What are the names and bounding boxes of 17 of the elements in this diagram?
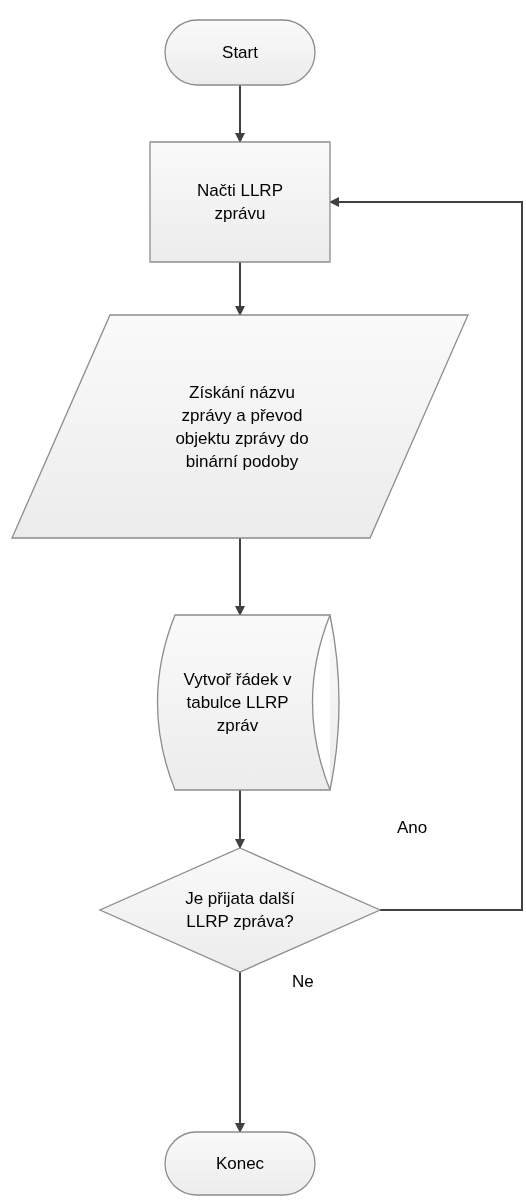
node-label: Vytvoř řádek v tabulce LLRP zpráv [182, 669, 293, 737]
arrow [235, 971, 245, 1133]
terminal-shape [164, 1131, 316, 1196]
arrow [235, 789, 245, 849]
node-label: Start [222, 42, 258, 64]
arrow [235, 84, 245, 143]
node-label: Konec [215, 1153, 265, 1175]
node-label: Je přijata další LLRP zpráva? [184, 888, 296, 933]
terminal-shape [164, 19, 316, 86]
arrow [235, 537, 245, 616]
process-box [149, 141, 331, 263]
data-parallelogram [11, 314, 469, 539]
node-label: Načti LLRP zprávu [196, 180, 284, 225]
arrow [235, 261, 245, 316]
node-label: Získání názvu zprávy a převod objektu zprávy do binární podoby [174, 381, 310, 473]
decision-diamond [98, 847, 382, 973]
stored-data-shape [156, 614, 340, 791]
